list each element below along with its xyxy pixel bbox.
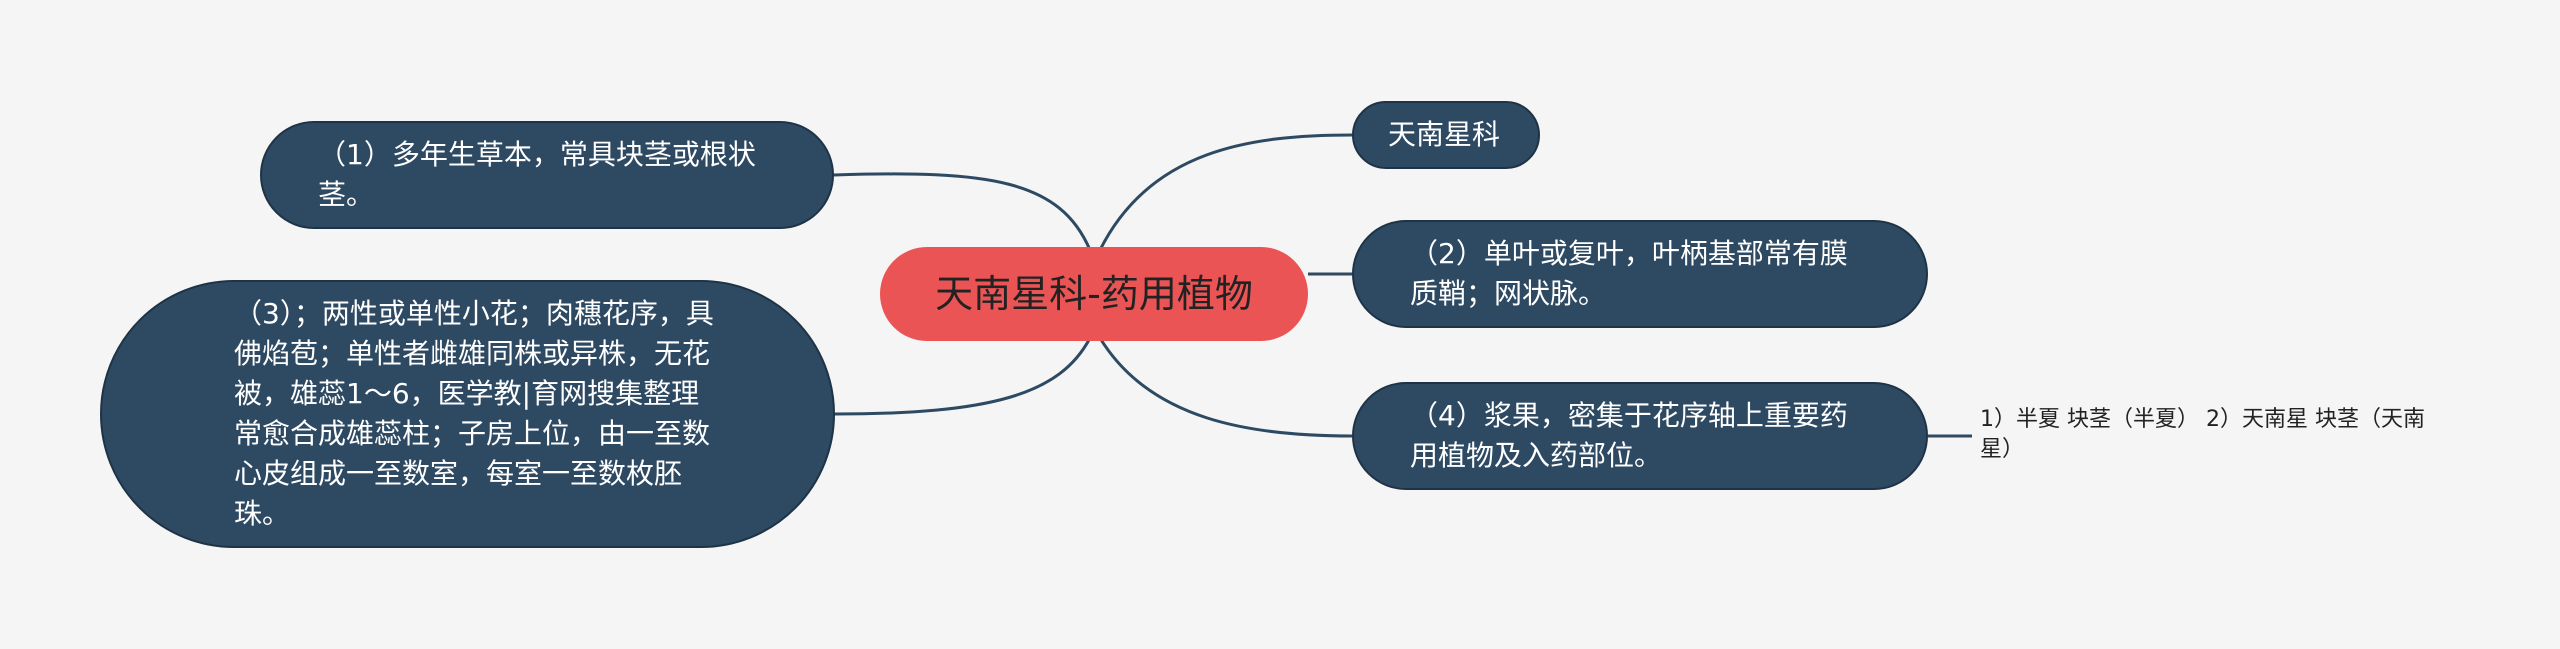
right-node-4-text: （4）浆果，密集于花序轴上重要药用植物及入药部位。 <box>1410 399 1848 472</box>
connector-root-r4 <box>1098 337 1353 438</box>
left-node-3-text: （3）；两性或单性小花；肉穗花序，具佛焰苞；单性者雌雄同株或异株，无花被，雄蕊1… <box>234 297 714 530</box>
right-node-2[interactable]: （2）单叶或复叶，叶柄基部常有膜质鞘；网状脉。 <box>1352 220 1928 328</box>
left-node-1-text: （1）多年生草本，常具块茎或根状茎。 <box>318 138 756 211</box>
connector-root-r1 <box>1098 133 1353 251</box>
connector-root-n3 <box>834 337 1092 416</box>
left-node-3[interactable]: （3）；两性或单性小花；肉穗花序，具佛焰苞；单性者雌雄同株或异株，无花被，雄蕊1… <box>100 280 835 548</box>
root-node[interactable]: 天南星科-药用植物 <box>880 247 1308 341</box>
right-node-2-text: （2）单叶或复叶，叶柄基部常有膜质鞘；网状脉。 <box>1410 237 1848 310</box>
leaf-node-plants[interactable]: 1）半夏 块茎（半夏） 2）天南星 块茎（天南星） <box>1980 407 2425 462</box>
connector-root-n1 <box>833 172 1092 251</box>
left-node-1[interactable]: （1）多年生草本，常具块茎或根状茎。 <box>260 121 834 229</box>
right-node-family-text: 天南星科 <box>1388 118 1501 151</box>
right-node-family[interactable]: 天南星科 <box>1352 101 1540 169</box>
root-label: 天南星科-药用植物 <box>935 272 1253 316</box>
right-node-4[interactable]: （4）浆果，密集于花序轴上重要药用植物及入药部位。 <box>1352 382 1928 490</box>
